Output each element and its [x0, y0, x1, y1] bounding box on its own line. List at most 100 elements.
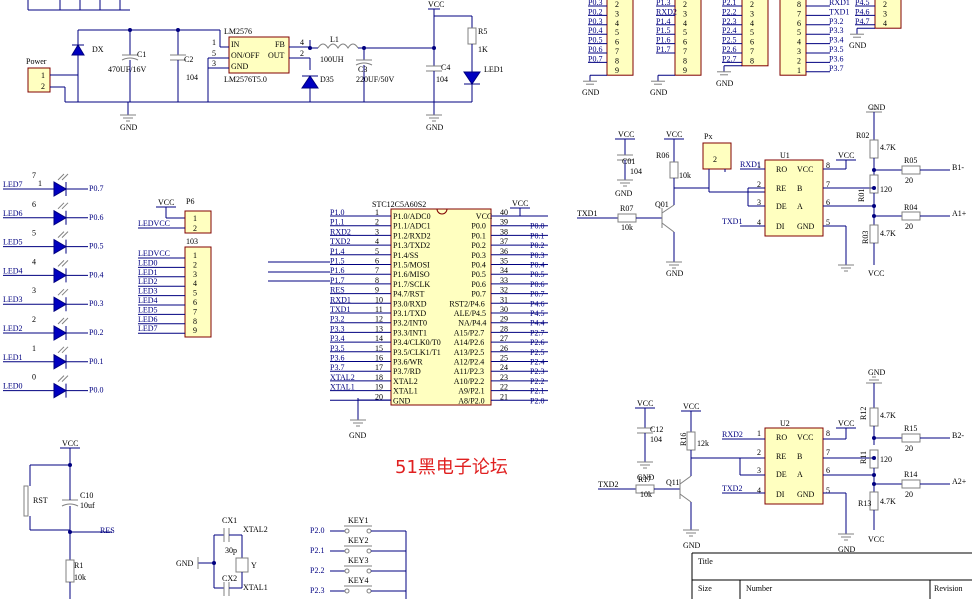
mcu-left-net: P3.2 — [330, 315, 344, 324]
mcu-left-net: P3.3 — [330, 324, 344, 333]
mcu-left-net: RES — [330, 286, 345, 295]
mcu-right-net: P0.3 — [530, 251, 544, 260]
key-ref: KEY4 — [348, 576, 368, 585]
p6-ledvcc: LEDVCC — [138, 219, 170, 228]
c4-value: 104 — [436, 75, 448, 84]
mcu-left-net: P1.1 — [330, 218, 344, 227]
rs485-pin-left: RO — [776, 165, 787, 174]
mcu-right-name: A8/P2.0 — [458, 396, 484, 405]
port-header-net: P0.7 — [588, 54, 602, 63]
mcu-chip — [390, 208, 492, 406]
led-port-label: P0.0 — [89, 386, 103, 395]
r06-value: 10k — [679, 171, 691, 180]
led-icon — [53, 238, 67, 255]
led-icon — [53, 296, 67, 313]
port-header-pin: 4 — [883, 19, 887, 28]
led-icon — [53, 325, 67, 341]
reset-vcc: VCC — [62, 439, 78, 448]
mcu-right-net: P0.6 — [530, 280, 544, 289]
mcu-left-net: XTAL1 — [330, 383, 355, 392]
port-header-pin: 4 — [615, 19, 619, 28]
r01-ref: R01 — [857, 189, 866, 202]
port-header-gnd: GND — [849, 41, 867, 50]
mcu-right-pin: 22 — [500, 383, 508, 392]
port-header-net: TXD1 — [829, 7, 849, 16]
port-header-pin: 2 — [683, 0, 687, 9]
port-header-net: P1.3 — [656, 0, 670, 7]
title-label: Title — [698, 557, 713, 566]
port-header-net: P2.5 — [722, 36, 736, 45]
port-header-gnd: GND — [650, 88, 668, 97]
rs485-num-left: 4 — [757, 218, 761, 227]
r13-ref: R13 — [858, 499, 871, 508]
lm-pin-onoff: ON/OFF — [231, 51, 260, 60]
u1-vcc: VCC — [838, 151, 854, 160]
c3-ref: C3 — [358, 65, 367, 74]
r06-ref: R06 — [656, 151, 669, 160]
vcc-label-power: VCC — [428, 0, 444, 9]
port-header-gnd: GND — [716, 79, 734, 88]
port-header-net: P0.6 — [588, 45, 602, 54]
j103-pin: 5 — [193, 289, 197, 298]
led-port-label: P0.4 — [89, 270, 103, 279]
port-header-pin: 8 — [683, 56, 687, 65]
port-header-net: RXD1 — [829, 0, 850, 7]
p6-connector — [184, 210, 212, 234]
j103-pin: 7 — [193, 307, 197, 316]
led-net-label: LED6 — [3, 209, 23, 218]
led-net-label: LED2 — [3, 324, 23, 333]
mcu-left-name: P3.2/INT0 — [393, 319, 427, 328]
mcu-right-net: P0.1 — [530, 231, 544, 240]
rs485-pin-right: B — [797, 184, 802, 193]
mcu-right-name: P0.7 — [471, 290, 485, 299]
port-header-pin: 8 — [750, 56, 754, 65]
key-net: P2.1 — [310, 546, 324, 555]
diode-dx-ref: DX — [92, 45, 104, 54]
port-header-pin: 3 — [683, 9, 687, 18]
u2-chip — [764, 427, 824, 505]
lm-pin-out: OUT — [268, 51, 285, 60]
mcu-left-net: P1.6 — [330, 266, 344, 275]
port-header-pin: 3 — [797, 47, 801, 56]
r5-value: 1K — [478, 45, 488, 54]
mcu-right-pin: 25 — [500, 354, 508, 363]
mcu-left-pin: 11 — [375, 305, 383, 314]
u2-rxd: RXD2 — [722, 430, 743, 439]
mcu-left-name: P1.7/SCLK — [393, 280, 430, 289]
u2-ref: U2 — [780, 419, 790, 428]
c2-value: 104 — [186, 73, 198, 82]
mcu-left-name: P3.0/RXD — [393, 299, 427, 308]
gnd-power-2: GND — [426, 123, 444, 132]
power-connector — [27, 67, 51, 93]
mcu-right-net: P0.7 — [530, 290, 544, 299]
mcu-right-pin: 24 — [500, 363, 508, 372]
port-header-net: P3.6 — [829, 54, 843, 63]
r03-value: 4.7K — [880, 229, 896, 238]
mcu-right-pin: 28 — [500, 324, 508, 333]
px-ref: Px — [704, 132, 712, 141]
port-header-pin: 6 — [615, 38, 619, 47]
r06-vcc: VCC — [666, 130, 682, 139]
key-net: P2.0 — [310, 526, 324, 535]
rs485-pin-right: B — [797, 452, 802, 461]
lm2576-part: LM2576T5.0 — [224, 75, 267, 84]
mcu-right-pin: 34 — [500, 266, 508, 275]
port-header-net: P0.3 — [588, 17, 602, 26]
key-net: P2.3 — [310, 586, 324, 595]
port-header-net: P4.7 — [855, 17, 869, 26]
mcu-right-net: P0.4 — [530, 261, 544, 270]
reset-section: VCC RST C10 10uf RES R1 10k — [23, 439, 115, 599]
rs485-num-right: 8 — [826, 161, 830, 170]
power-pin-2: 2 — [41, 82, 45, 91]
j103-net: LED1 — [138, 268, 158, 277]
mcu-left-net: P3.7 — [330, 363, 344, 372]
j103-pin: 8 — [193, 317, 197, 326]
port-header-net: P4.5 — [855, 0, 869, 7]
led-port-label: P0.1 — [89, 357, 103, 366]
cx1-val: 30p — [225, 546, 237, 555]
lm-num-1: 1 — [212, 38, 216, 47]
port-header-net: RXD2 — [656, 7, 677, 16]
mcu-left-name: XTAL2 — [393, 377, 418, 386]
j103-pin: 2 — [193, 260, 197, 269]
mcu-left-name: P1.3/TXD2 — [393, 241, 430, 250]
